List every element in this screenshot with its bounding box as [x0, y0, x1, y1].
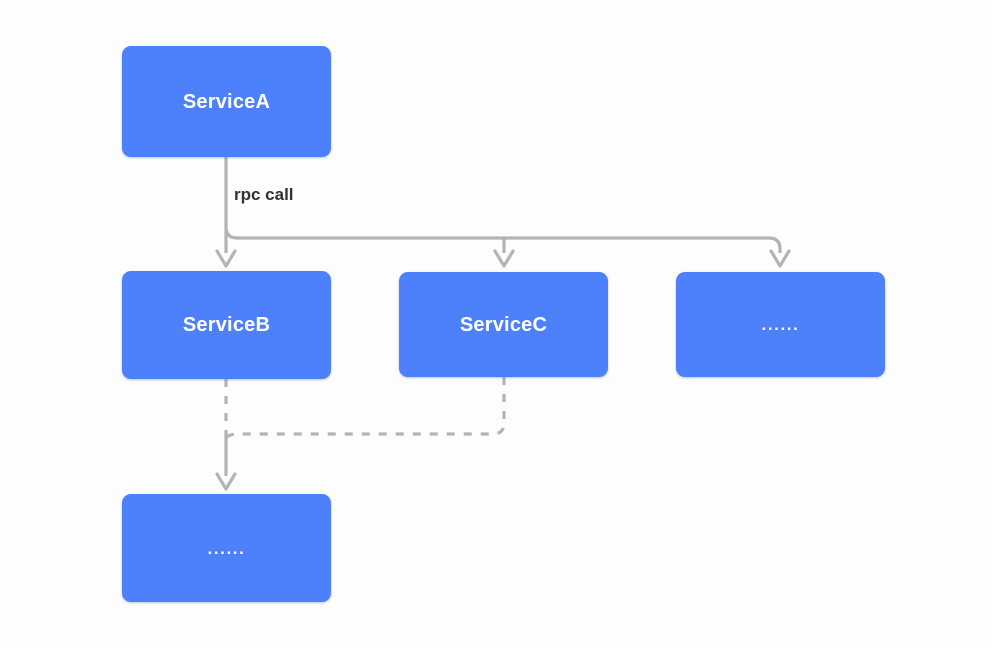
edge-servicea-to-servicec-arrowhead: [493, 249, 515, 268]
node-more-downstream-label: ......: [207, 538, 246, 558]
node-servicea-label: ServiceA: [182, 90, 271, 113]
edge-servicea-to-serviceb-arrowhead: [215, 249, 237, 268]
edge-to-more-bottom-arrowhead: [215, 472, 237, 491]
node-servicec-label: ServiceC: [459, 313, 548, 336]
edge-label-rpc-call: rpc call: [234, 185, 294, 204]
node-servicec[interactable]: ServiceC: [399, 272, 608, 377]
node-serviceb-label: ServiceB: [182, 314, 271, 336]
node-more-downstream[interactable]: ......: [122, 494, 331, 602]
edge-servicea-to-more-arrowhead: [769, 249, 791, 268]
node-servicea[interactable]: ServiceA: [122, 46, 331, 157]
node-more-services-label: ......: [761, 315, 800, 334]
node-serviceb[interactable]: ServiceB: [122, 271, 331, 379]
edge-servicec-to-more-dashed: [222, 377, 506, 441]
node-more-services[interactable]: ......: [676, 272, 885, 377]
edge-distribution-bus: [224, 226, 782, 253]
